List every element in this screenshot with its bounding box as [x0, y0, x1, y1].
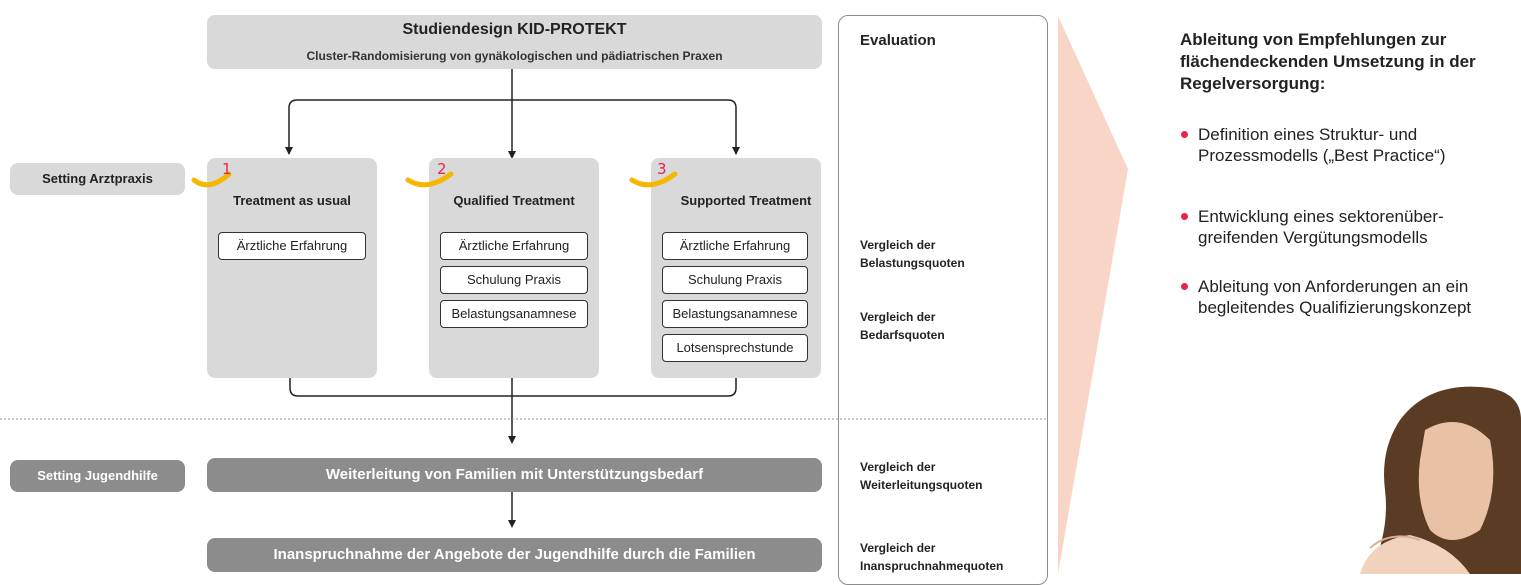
- evaluation-item-weiterleitungsquoten: Vergleich der Weiterleitungsquoten: [860, 460, 983, 492]
- recommendations-title: Ableitung von Empfehlungen zur flächende…: [1180, 30, 1476, 93]
- arm-item: Ärztliche Erfahrung: [662, 232, 808, 260]
- arm-supported-treatment: 3 Supported Treatment Ärztliche Erfahrun…: [629, 158, 821, 378]
- arm-number: 2: [437, 160, 447, 178]
- arm-number: 1: [222, 160, 232, 178]
- bullet-dot-icon: [1181, 213, 1188, 220]
- funnel-shape: [1058, 16, 1128, 574]
- yellow-swoosh-icon: [191, 171, 232, 188]
- arm-item: Belastungsanamnese: [662, 300, 808, 328]
- arm-item: Ärztliche Erfahrung: [440, 232, 588, 260]
- setting-arztpraxis-label: Setting Arztpraxis: [10, 163, 185, 195]
- recommendation-bullet: Ableitung von Anforderungen an ein begle…: [1180, 276, 1520, 318]
- evaluation-title: Evaluation: [860, 32, 936, 49]
- yellow-swoosh-icon: [405, 171, 454, 188]
- referral-bar: Weiterleitung von Familien mit Unterstüt…: [207, 458, 822, 492]
- evaluation-item-inanspruchnahmequoten: Vergleich der Inanspruchnahmequoten: [860, 541, 1004, 573]
- recommendation-bullet: Definition eines Struktur- und Prozessmo…: [1180, 124, 1520, 166]
- arm-qualified-treatment: 2 Qualified Treatment Ärztliche Erfahrun…: [405, 158, 599, 378]
- bullet-dot-icon: [1181, 131, 1188, 138]
- study-design-subtitle: Cluster-Randomisierung von gynäkologisch…: [306, 49, 723, 63]
- yellow-swoosh-icon: [629, 171, 678, 188]
- bullet-dot-icon: [1181, 283, 1188, 290]
- arm-treatment-as-usual: 1 Treatment as usual Ärztliche Erfahrung: [191, 158, 377, 378]
- mother-baby-photo: [1360, 386, 1521, 574]
- uptake-bar: Inanspruchnahme der Angebote der Jugendh…: [207, 538, 822, 572]
- arm-item: Belastungsanamnese: [440, 300, 588, 328]
- evaluation-panel: Evaluation Vergleich der Belastungsquote…: [838, 15, 1048, 585]
- arm-item: Lotsensprechstunde: [662, 334, 808, 362]
- arm-item: Schulung Praxis: [662, 266, 808, 294]
- evaluation-item-bedarfsquoten: Vergleich der Bedarfsquoten: [860, 310, 945, 342]
- arm-title: Supported Treatment: [680, 193, 812, 208]
- arm-title: Qualified Treatment: [453, 193, 575, 208]
- evaluation-item-belastungsquoten: Vergleich der Belastungsquoten: [860, 238, 965, 270]
- setting-jugendhilfe-label: Setting Jugendhilfe: [10, 460, 185, 492]
- arm-number: 3: [657, 160, 667, 178]
- recommendation-bullet: Entwicklung eines sektorenüber-greifende…: [1180, 206, 1520, 248]
- arm-item: Ärztliche Erfahrung: [218, 232, 366, 260]
- study-design-header: Studiendesign KID-PROTEKT Cluster-Random…: [207, 15, 822, 69]
- study-design-title: Studiendesign KID-PROTEKT: [402, 21, 627, 38]
- arm-title: Treatment as usual: [233, 193, 351, 208]
- arm-item: Schulung Praxis: [440, 266, 588, 294]
